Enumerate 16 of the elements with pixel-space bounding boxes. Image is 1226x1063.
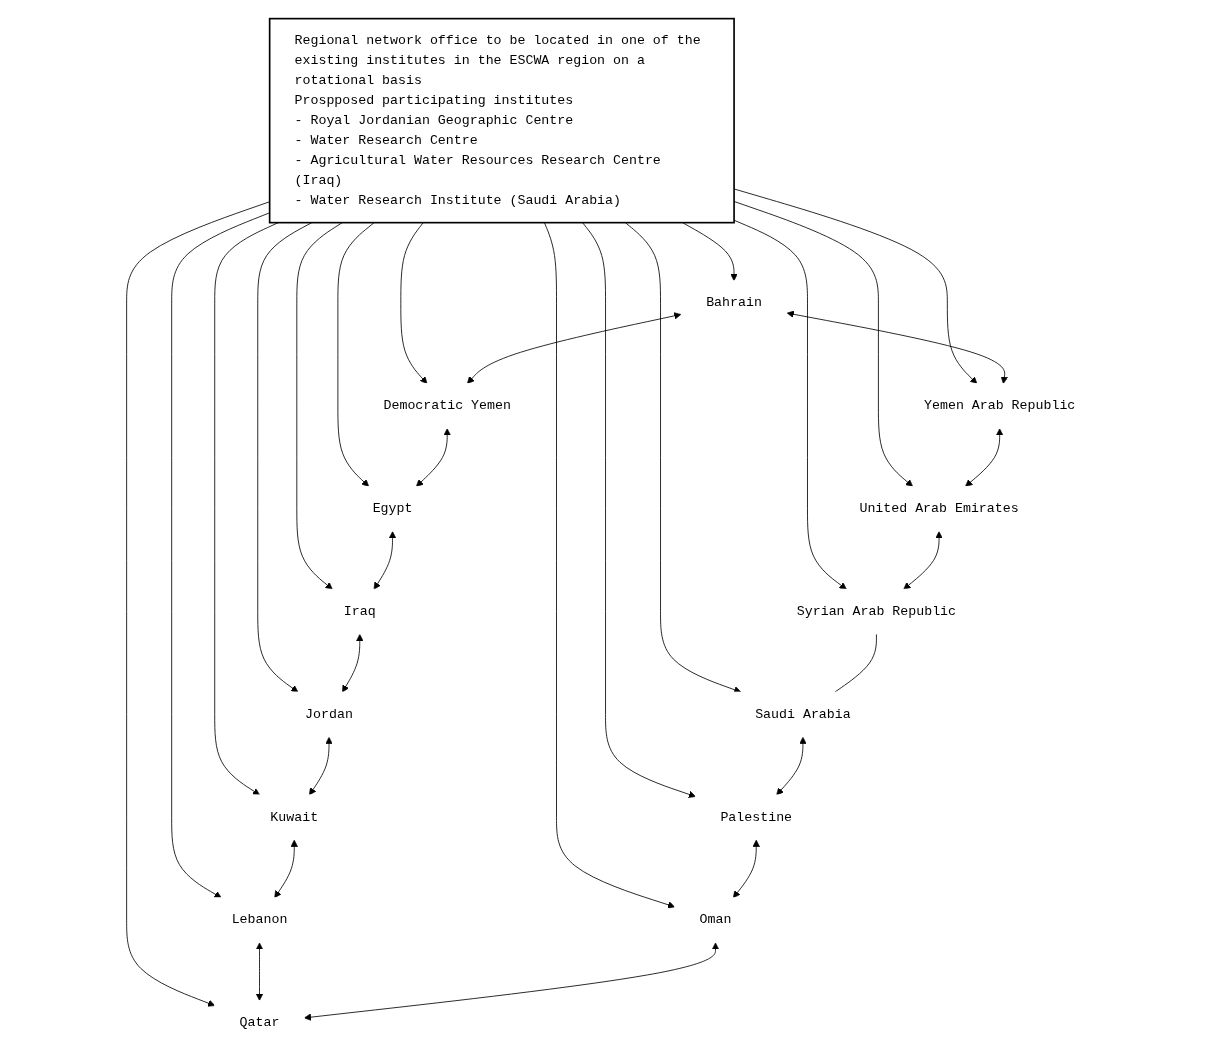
connector [834,633,877,692]
node-text: Syrian Arab Republic [796,603,956,619]
node-text: Lebanon [231,912,287,928]
node-box: Regional network office to be located in one of the existing institutes in the ESCWA region on a rotational basis Prospposed participating institutes - Royal Jordanian Geographic Centre - Water Research Centre - Agricultural Water Resources Research Centre (Iraq) - Water Research Institute (Saudi Arabia) [268,17,735,223]
node-text: Democratic Yemen [383,397,511,413]
node-text: Saudi Arabia [754,706,851,722]
node-text: United Arab Emirates [858,500,1019,516]
node-text: Egypt [372,500,413,516]
node-text: Yemen Arab Republic [923,397,1075,413]
node-text: Kuwait [269,809,318,825]
node-text: Palestine [719,809,792,825]
node-text: Jordan [304,706,353,722]
node-text: Oman [699,912,732,928]
node-text: Qatar [239,1014,279,1030]
node-text: Bahrain [705,295,762,311]
node-text: Iraq [343,603,376,619]
